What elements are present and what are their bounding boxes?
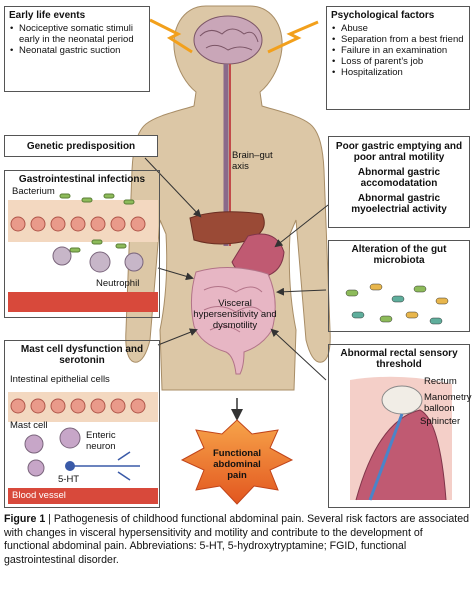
figure-caption: Figure 1 | Pathogenesis of childhood fun…: [4, 513, 470, 567]
gastric-box: Poor gastric emptying and poor antral mo…: [328, 136, 470, 228]
arrow-gastric: [274, 204, 329, 248]
neutrophil-label: Neutrophil: [96, 278, 140, 289]
psychological-title: Psychological factors: [331, 10, 435, 21]
blood-vessel-bottom: [8, 488, 158, 504]
gastric-line2: Abnormal gastric accomodatation: [357, 167, 441, 189]
blood-vessel-top: [8, 292, 158, 312]
psychological-item: Abuse: [331, 23, 465, 34]
outcome-starburst: [180, 419, 294, 505]
psychological-item: Hospitalization: [331, 67, 465, 78]
early-life-item: Neonatal gastric suction: [9, 45, 145, 56]
figure-number: Figure 1: [4, 513, 46, 525]
blood-vessel-label: Blood vessel: [12, 490, 66, 501]
enteric-neuron-icon: [70, 451, 140, 481]
gastric-title: Poor gastric emptying and poor antral mo…: [335, 141, 463, 163]
gastric-line3: Abnormal gastric myoelectrial activity: [351, 193, 447, 215]
psychological-item: Separation from a best friend: [331, 34, 465, 45]
brain-icon: [193, 15, 263, 65]
psychological-list: Abuse Separation from a best friend Fail…: [331, 23, 465, 78]
epithelial-label: Intestinal epithelial cells: [10, 374, 110, 385]
psychological-item: Loss of parent’s job: [331, 56, 465, 67]
mast-cell-title: Mast cell dysfunction and serotonin: [20, 344, 144, 366]
genetic-box: Genetic predisposition: [4, 135, 158, 157]
early-life-item: Nociceptive somatic stimuli early in the…: [9, 23, 145, 45]
catheter-icon: [368, 413, 404, 501]
microbiota-title: Alteration of the gut microbiota: [351, 244, 447, 266]
mast-cell-label: Mast cell: [10, 420, 48, 431]
rectum-label: Rectum: [424, 376, 457, 387]
early-life-box: Early life events Nociceptive somatic st…: [4, 6, 150, 92]
arrow-rectal: [270, 328, 327, 381]
arrow-genetic: [144, 157, 202, 218]
neutrophils: [52, 246, 144, 273]
microbiota-bacteria: [345, 283, 449, 325]
genetic-title: Genetic predisposition: [26, 141, 136, 152]
bacterium-label: Bacterium: [12, 186, 55, 197]
psychological-item: Failure in an examination: [331, 45, 465, 56]
epithelial-cells-bottom: [10, 398, 146, 414]
balloon-label: Manometry balloon: [424, 392, 472, 414]
caption-text: | Pathogenesis of childhood functional a…: [4, 513, 470, 566]
lightning-left-icon: [149, 18, 193, 54]
illustration: [8, 5, 452, 505]
arrow-infection: [157, 267, 194, 281]
sphincter-label: Sphincter: [420, 416, 461, 427]
enteric-neuron-label: Enteric neuron: [86, 430, 116, 452]
rectal-title: Abnormal rectal sensory threshold: [340, 348, 458, 370]
outcome-label: Functional abdominal pain: [212, 448, 262, 481]
gi-infections-title: Gastrointestinal infections: [18, 174, 146, 185]
mast-cell-box: Mast cell dysfunction and serotonin: [4, 340, 160, 508]
bacteria-top: [59, 193, 135, 253]
visceral-label: Visceral hypersensitivity and dysmotilit…: [193, 298, 277, 331]
serotonin-label: 5-HT: [58, 474, 80, 485]
microbiota-box: Alteration of the gut microbiota: [328, 240, 470, 332]
arrow-mast: [157, 328, 198, 346]
early-life-title: Early life events: [9, 10, 86, 21]
brain-gut-label: Brain–gut axis: [232, 150, 273, 172]
lightning-right-icon: [267, 20, 319, 54]
gi-infections-box: Gastrointestinal infections: [4, 170, 160, 318]
rectal-box: Abnormal rectal sensory threshold: [328, 344, 470, 508]
mast-cells: [24, 427, 81, 477]
psychological-box: Psychological factors Abuse Separation f…: [326, 6, 470, 110]
early-life-list: Nociceptive somatic stimuli early in the…: [9, 23, 145, 56]
arrow-microbiota: [276, 287, 327, 296]
epithelial-cells-top: [10, 216, 146, 232]
liver-icon: [189, 211, 265, 245]
